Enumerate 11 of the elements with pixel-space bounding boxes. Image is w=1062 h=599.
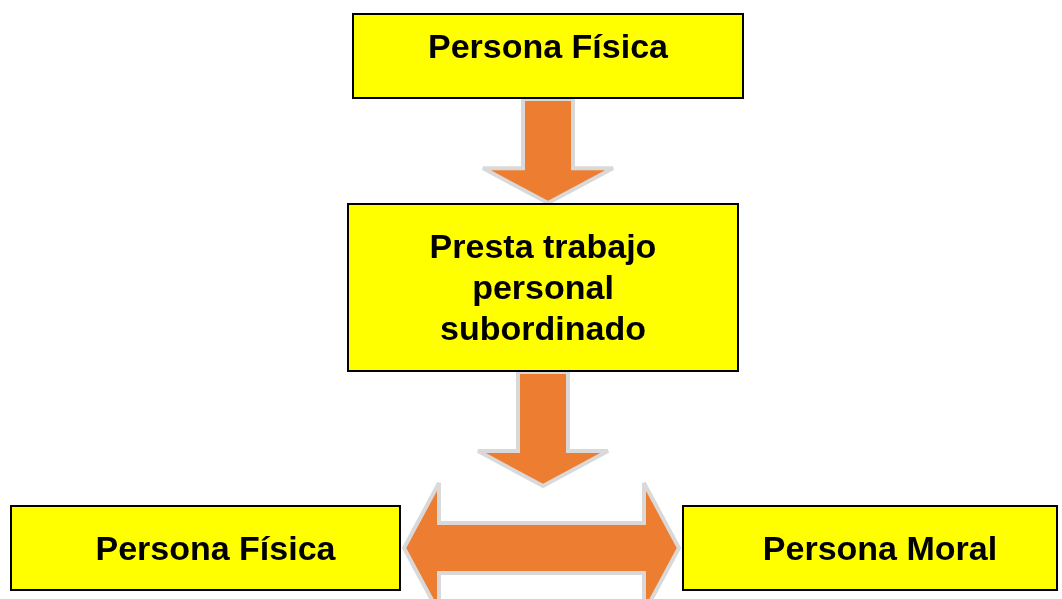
process-box (352, 13, 744, 99)
box-label: Persona Moral (762, 527, 998, 569)
process-box (10, 505, 401, 591)
block-arrow (476, 370, 610, 489)
process-box (347, 203, 739, 372)
box-label: Persona Física (95, 527, 336, 569)
box-label: Presta trabajo personal subordinado (428, 226, 658, 349)
double-block-arrow (401, 481, 682, 599)
box-label: Persona Física (428, 25, 668, 67)
process-box (682, 505, 1058, 591)
block-arrow (481, 97, 615, 206)
